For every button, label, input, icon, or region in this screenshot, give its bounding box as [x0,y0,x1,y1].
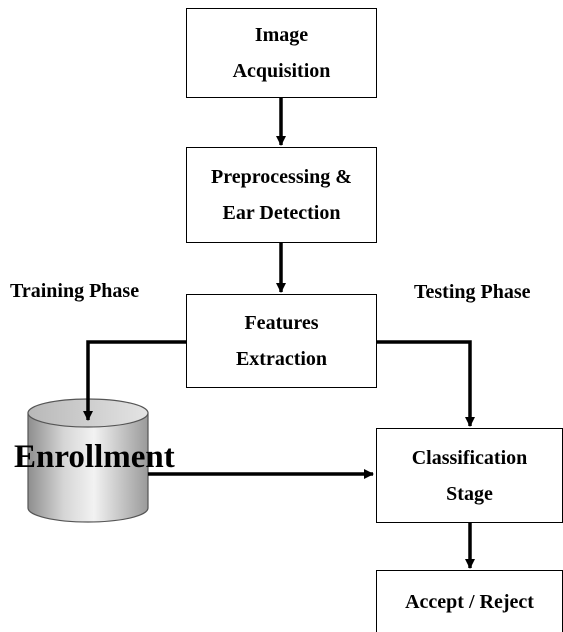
node-label: Stage [446,482,493,505]
classification-stage-node: Classification Stage [376,428,563,523]
training-phase-label: Training Phase [10,280,140,302]
node-label: Preprocessing & [211,166,352,188]
node-label: Ear Detection [222,202,341,224]
accept-reject-node: Accept / Reject [376,570,563,632]
arrow-extraction-to-enrollment [83,340,187,421]
node-label: Classification [411,446,528,469]
features-extraction-node: Features Extraction [186,294,377,388]
arrow-extraction-to-classification [377,340,475,427]
node-label: Image [254,24,309,46]
preprocessing-node: Preprocessing & Ear Detection [186,147,377,243]
node-label: Features [244,312,319,334]
testing-phase-label: Testing Phase [414,281,531,303]
image-acquisition-node: Image Acquisition [186,8,377,98]
node-label: Extraction [235,348,328,370]
node-label: Acquisition [232,60,331,82]
enrollment-label: Enrollment [14,439,175,475]
node-label: Accept / Reject [405,590,534,613]
